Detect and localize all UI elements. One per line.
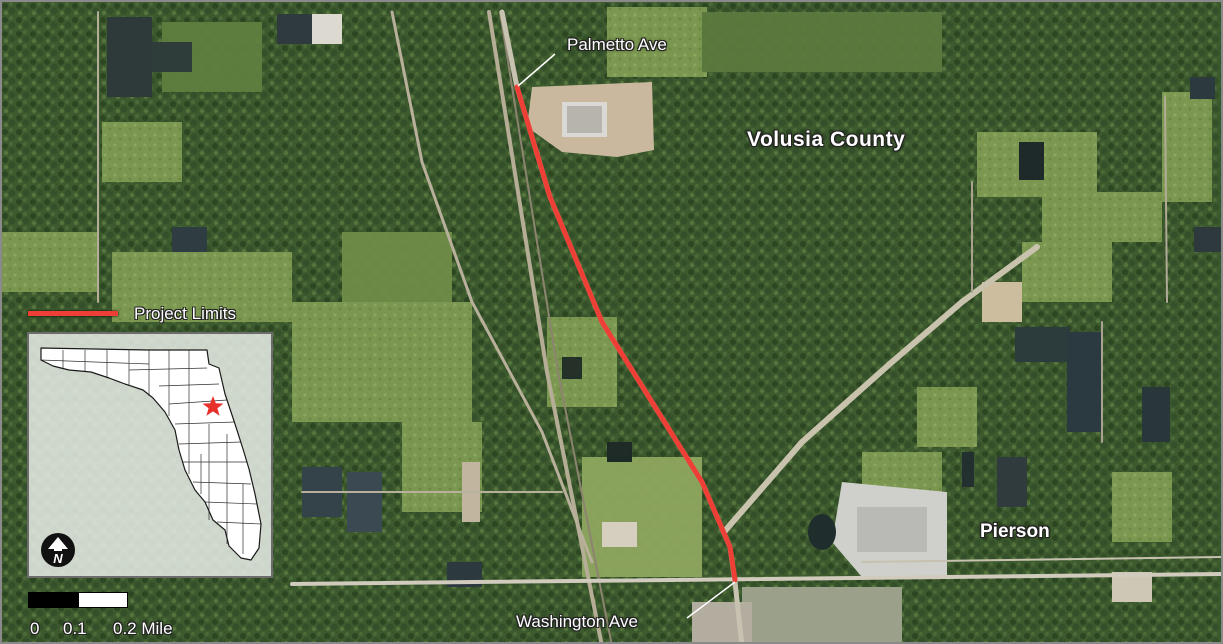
palmetto-leader-line	[517, 53, 556, 87]
road-label-washington: Washington Ave	[516, 612, 638, 631]
county-label: Volusia County	[747, 128, 906, 151]
ponds	[562, 357, 836, 550]
scale-tick-2: 0.2 Mile	[113, 619, 173, 638]
scale-segment-white	[78, 592, 128, 608]
city-label: Pierson	[980, 521, 1050, 542]
north-arrow-icon: N	[41, 533, 75, 567]
legend-project-limits-swatch	[28, 311, 118, 316]
washington-leader-line	[686, 581, 736, 619]
legend-project-limits-label: Project Limits	[134, 304, 237, 323]
scale-tick-0: 0	[30, 619, 40, 638]
scale-segment-black	[28, 592, 78, 608]
florida-outline	[40, 347, 262, 561]
road-label-palmetto: Palmetto Ave	[567, 35, 667, 54]
developed-areas	[462, 82, 1152, 642]
red-star-icon	[202, 396, 224, 416]
scale-bar	[28, 592, 128, 608]
open-fields	[2, 7, 1212, 577]
project-limits-line[interactable]	[514, 84, 738, 583]
north-arrow-letter: N	[53, 551, 63, 566]
scale-tick-1: 0.1	[63, 619, 87, 638]
